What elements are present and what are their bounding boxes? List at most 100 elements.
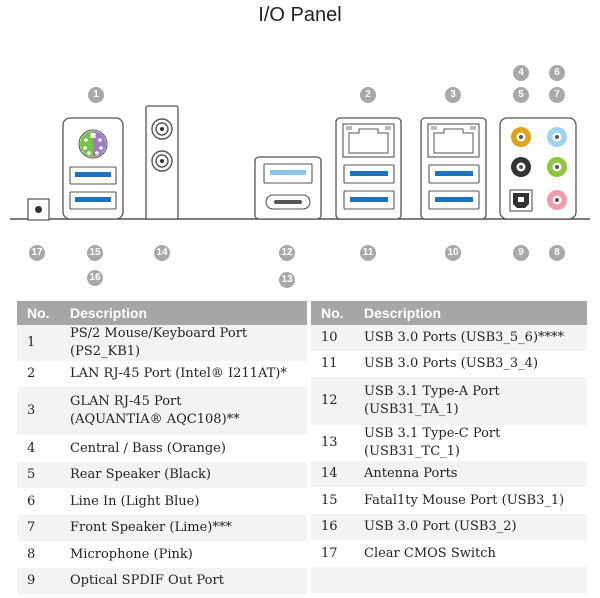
row-no: 2 [17, 361, 64, 387]
table-row: 14 Antenna Ports [311, 461, 587, 487]
callout-17: 17 [29, 245, 45, 261]
row-description: Clear CMOS Switch [358, 540, 587, 567]
row-description: PS/2 Mouse/Keyboard Port (PS2_KB1) [64, 325, 307, 361]
audio-housing [499, 117, 577, 220]
table-row: 11 USB 3.0 Ports (USB3_3_4) [311, 351, 587, 377]
row-description [358, 567, 587, 593]
callout-1: 1 [88, 87, 104, 103]
callout-11: 11 [360, 245, 376, 261]
glan-port-3 [427, 123, 480, 158]
callout-16: 16 [87, 270, 103, 286]
table-row: 15 Fatal1ty Mouse Port (USB3_1) [311, 487, 587, 514]
audio-jack-orange [511, 127, 531, 147]
table-row: 3 GLAN RJ-45 Port (AQUANTIA® AQC108)** [17, 387, 307, 435]
row-no: 6 [17, 488, 64, 515]
callout-8: 8 [549, 245, 565, 261]
callout-2: 2 [360, 87, 376, 103]
row-no: 3 [17, 387, 64, 435]
col-header-description: Description [358, 301, 587, 325]
row-no: 14 [311, 461, 358, 487]
row-description: USB 3.0 Port (USB3_2) [358, 514, 587, 540]
row-description: USB 3.0 Ports (USB3_5_6)**** [358, 325, 587, 351]
callout-14: 14 [154, 245, 170, 261]
row-description: Antenna Ports [358, 461, 587, 487]
row-description: LAN RJ-45 Port (Intel® I211AT)* [64, 361, 307, 387]
optical-spdif-port [509, 189, 533, 212]
row-description: GLAN RJ-45 Port (AQUANTIA® AQC108)** [64, 387, 307, 435]
callout-4: 4 [513, 65, 529, 81]
row-description: Line In (Light Blue) [64, 488, 307, 515]
row-description: Fatal1ty Mouse Port (USB3_1) [358, 487, 587, 514]
page-title: I/O Panel [258, 4, 342, 26]
clear-cmos-switch [27, 198, 50, 221]
callout-9: 9 [513, 245, 529, 261]
usb-ports-10 [428, 164, 480, 210]
row-no: 8 [17, 541, 64, 568]
col-header-no: No. [311, 301, 358, 325]
table-row: 9 Optical SPDIF Out Port [17, 568, 307, 594]
lan-usb-housing-2-11 [335, 117, 402, 220]
ps2-usb-housing [62, 117, 124, 220]
row-description: USB 3.1 Type-C Port (USB31_TC_1) [358, 425, 587, 461]
usb31-type-c-port [265, 194, 311, 210]
audio-jack-pink [547, 190, 567, 210]
row-no: 11 [311, 351, 358, 377]
usb-port-16 [69, 191, 117, 210]
row-no: 13 [311, 425, 358, 461]
row-description: USB 3.0 Ports (USB3_3_4) [358, 351, 587, 377]
ps2-port [78, 129, 108, 159]
table-row: 2 LAN RJ-45 Port (Intel® I211AT)* [17, 361, 307, 387]
table-row: 17 Clear CMOS Switch [311, 540, 587, 567]
usb-port-15 [69, 166, 117, 185]
table-row: 6 Line In (Light Blue) [17, 488, 307, 515]
table-row [311, 567, 587, 593]
callout-3: 3 [445, 87, 461, 103]
col-header-description: Description [64, 301, 307, 325]
table-row: 8 Microphone (Pink) [17, 541, 307, 568]
row-no: 16 [311, 514, 358, 540]
usb31-type-a-port [263, 163, 313, 184]
ports-table-left: No. Description 1 PS/2 Mouse/Keyboard Po… [17, 301, 307, 594]
callout-12: 12 [279, 245, 295, 261]
table-row: 4 Central / Bass (Orange) [17, 435, 307, 462]
row-description: Microphone (Pink) [64, 541, 307, 568]
row-no: 4 [17, 435, 64, 462]
audio-jack-lime [547, 157, 567, 177]
table-row: 10 USB 3.0 Ports (USB3_5_6)**** [311, 325, 587, 351]
row-no: 7 [17, 515, 64, 541]
row-description: Front Speaker (Lime)*** [64, 515, 307, 541]
callout-10: 10 [445, 245, 461, 261]
row-no: 9 [17, 568, 64, 594]
row-description: Rear Speaker (Black) [64, 462, 307, 488]
usb31-housing [254, 156, 322, 220]
callout-5: 5 [513, 87, 529, 103]
callout-13: 13 [279, 272, 295, 288]
lan-usb-housing-3-10 [420, 117, 487, 220]
table-row: 16 USB 3.0 Port (USB3_2) [311, 514, 587, 540]
row-description: Central / Bass (Orange) [64, 435, 307, 462]
row-description: USB 3.1 Type-A Port (USB31_TA_1) [358, 377, 587, 425]
row-no: 17 [311, 540, 358, 567]
row-no: 15 [311, 487, 358, 514]
callout-15: 15 [87, 245, 103, 261]
row-no: 1 [17, 325, 64, 361]
usb-ports-11 [343, 164, 395, 210]
table-row: 7 Front Speaker (Lime)*** [17, 515, 307, 541]
row-no: 12 [311, 377, 358, 425]
audio-jack-black [511, 157, 531, 177]
lan-port-2 [342, 123, 395, 158]
io-panel-illustration [10, 105, 590, 221]
table-row: 5 Rear Speaker (Black) [17, 462, 307, 488]
callout-7: 7 [549, 87, 565, 103]
audio-jack-lightblue [547, 127, 567, 147]
col-header-no: No. [17, 301, 64, 325]
table-row: 13 USB 3.1 Type-C Port (USB31_TC_1) [311, 425, 587, 461]
row-no: 10 [311, 325, 358, 351]
io-panel-diagram: 1 2 3 4 5 6 7 8 9 10 11 12 13 14 15 16 1… [10, 65, 590, 288]
table-row: 1 PS/2 Mouse/Keyboard Port (PS2_KB1) [17, 325, 307, 361]
row-description: Optical SPDIF Out Port [64, 568, 307, 594]
row-no: 5 [17, 462, 64, 488]
row-no [311, 567, 358, 593]
table-row: 12 USB 3.1 Type-A Port (USB31_TA_1) [311, 377, 587, 425]
antenna-ports [145, 105, 179, 220]
